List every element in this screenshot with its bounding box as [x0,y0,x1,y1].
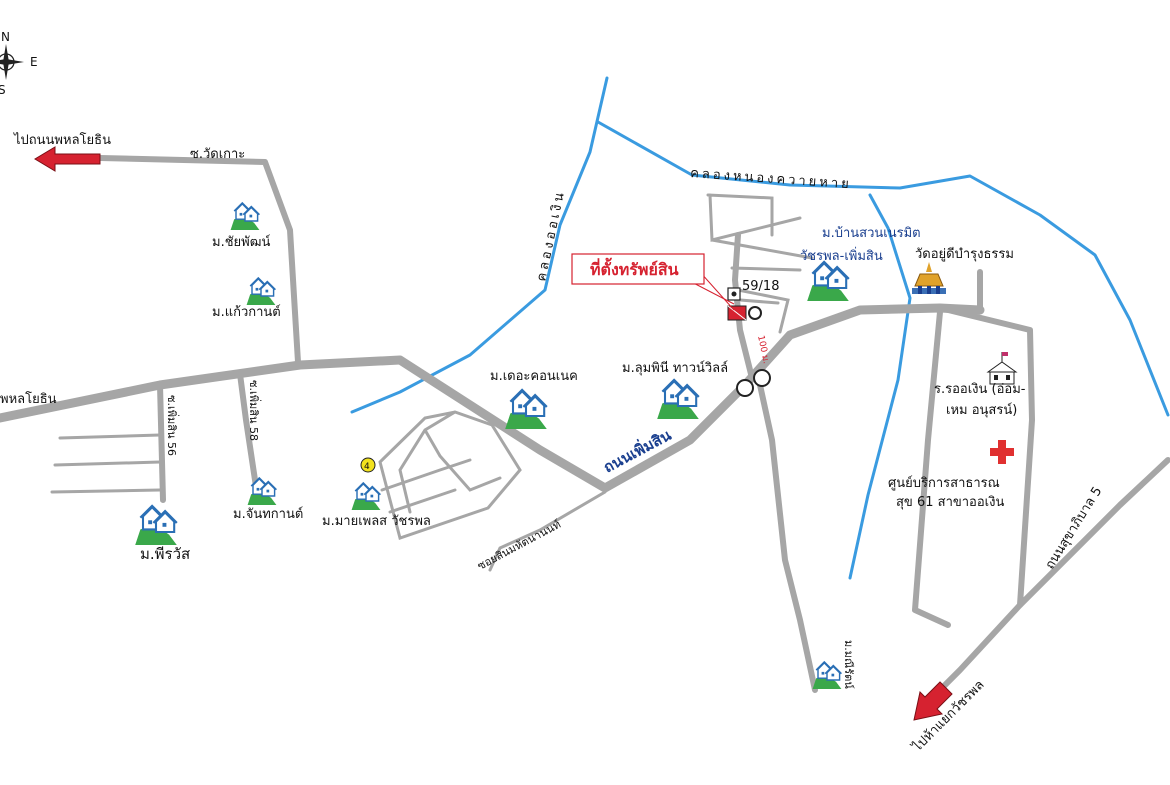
label-kaewkan: ม.แก้วกานต์ [212,304,281,320]
label-maneerat: ม.มณีรัตน์ [842,640,855,689]
compass-icon [0,44,24,80]
red-cross-icon [990,440,1014,464]
road-phoemsin-north [732,232,755,381]
compass-s: S [0,83,6,97]
canal-khlong-ngoen [350,76,609,414]
school-icon [986,352,1018,385]
roundabout-icon [748,306,762,320]
road-phoemsin-south [757,382,818,693]
label-soi-sinmahanat: ซอยสินมหัตนานนท์ [475,518,563,573]
house-icon [806,260,850,303]
road-sukhaphiban-5 [937,305,1035,693]
road-phahonyothin-link [0,303,985,493]
label-soi-56: ซ.เพิ่มสิน 56 [165,395,180,456]
soi-suan-narumit-grid [706,193,814,334]
red-arrow-icon [34,146,101,172]
temple-icon [912,262,946,294]
label-mai-place: ม.มายเพลส วัชรพล [322,514,431,529]
roundabout-icon [736,379,754,397]
label-lumpini: ม.ลุมพินี ทาวน์วิลล์ [622,360,728,376]
label-the-connect: ม.เดอะคอนเนค [490,369,578,384]
house-icon [811,661,843,690]
house-icon [134,504,178,547]
canals [350,76,1170,580]
house-icon [245,277,277,306]
house-icon [504,388,548,431]
soi-sinmahanat [488,490,607,572]
bus-stop-number: 4 [364,462,370,472]
compass-n: N [1,30,10,44]
house-icon [246,477,278,506]
label-chantakan: ม.จันทกานต์ [233,506,303,522]
soi-property-access [738,298,780,305]
soi-56-branches [50,433,162,494]
canal-khlong-nong-khwai-hai [596,120,1170,417]
house-icon [656,378,700,421]
red-arrow-icon [913,681,953,721]
road-soi-56 [157,382,166,503]
roundabout-icon [753,369,771,387]
label-soi-58: ซ.เพิ่มสิน 58 [247,380,262,441]
property-label-box [571,253,705,285]
canal-east-branch-1 [848,193,912,580]
road-school-lane [912,309,951,628]
label-chaiphat: ม.ชัยพัฒน์ [212,234,270,250]
road-soi-wat-ko [97,155,301,365]
bus-stop-icon [360,457,376,473]
label-khlong-khwai: คลองหนองควายหาย [690,166,852,192]
label-health-1: ศูนย์บริการสาธารณ [888,475,1000,491]
label-house-no: 59/18 [742,279,779,294]
label-phahon-left: พหลโยธิน [0,391,57,407]
label-to-phahon-top: ไปถนนพหลโยธิน [13,132,111,148]
label-school-1: ร.รออเงิน (อ่อม- [934,382,1026,397]
label-dist: 100 ม. [755,335,771,365]
compass-e: E [30,55,38,69]
road-sukhaphiban-5-east [1017,457,1170,608]
label-pruwas: ม.พีรวัส [140,545,190,563]
house-icon [229,202,261,231]
label-suan-narumit-1: ม.บ้านสวนเนรมิต [822,226,921,241]
label-khlong-ngoen: คลองออเงิน [534,189,568,283]
roads [0,155,1170,693]
soi-my-place-grid [378,410,522,540]
road-soi-58 [237,371,261,503]
label-soi-wat-ko: ซ.วัดเกาะ [190,147,245,162]
label-health-2: สุข 61 สาขาออเงิน [896,495,1004,510]
label-wat: วัดอยู่ดีบำรุงธรรม [915,246,1014,262]
property-label: ที่ตั้งทรัพย์สิน [590,257,679,279]
house-icon [350,482,382,511]
label-school-2: เหม อนุสรน์) [946,402,1017,418]
roundabouts [736,306,771,397]
label-suan-narumit-2: วัชรพล-เพิ่มสิน [800,247,883,264]
